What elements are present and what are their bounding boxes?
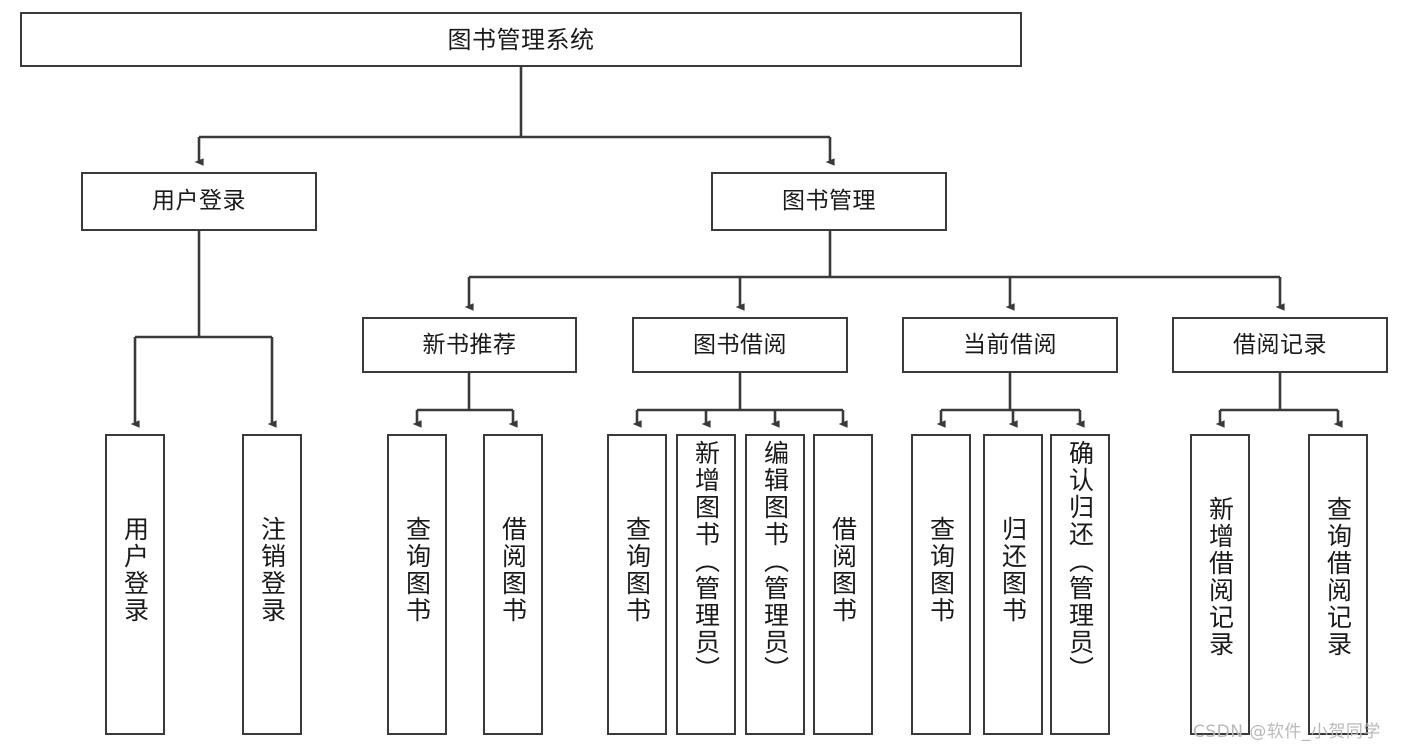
- leaf-user-login[interactable]: 用户登录: [105, 434, 165, 735]
- leaf-return-book[interactable]: 归还图书: [983, 434, 1043, 735]
- leaf-borrow-book-recommend-label: 借阅图书: [498, 516, 528, 624]
- node-root[interactable]: 图书管理系统: [20, 12, 1022, 67]
- leaf-add-book-admin[interactable]: 新增图书（管理员）: [676, 434, 736, 735]
- leaf-edit-book-admin-label: 编辑图书（管理员）: [760, 440, 790, 683]
- leaf-query-book-borrow-label: 查询图书: [622, 516, 652, 624]
- leaf-query-book-recommend[interactable]: 查询图书: [387, 434, 447, 735]
- leaf-query-book-recommend-label: 查询图书: [402, 516, 432, 624]
- node-user-login-label: 用户登录: [152, 188, 246, 214]
- leaf-borrow-book-recommend[interactable]: 借阅图书: [483, 434, 543, 735]
- watermark: CSDN @软件_小贺同学: [1193, 722, 1381, 742]
- leaf-user-logout-label: 注销登录: [257, 516, 287, 624]
- node-book-management-label: 图书管理: [782, 188, 876, 214]
- leaf-edit-book-admin[interactable]: 编辑图书（管理员）: [745, 434, 805, 735]
- leaf-borrow-book[interactable]: 借阅图书: [813, 434, 873, 735]
- node-root-label: 图书管理系统: [447, 25, 595, 54]
- leaf-confirm-return-admin-label: 确认归还（管理员）: [1065, 440, 1095, 683]
- node-user-login[interactable]: 用户登录: [81, 172, 317, 231]
- leaf-query-book-current-label: 查询图书: [926, 516, 956, 624]
- node-book-borrow[interactable]: 图书借阅: [632, 317, 848, 373]
- leaf-query-book-current[interactable]: 查询图书: [911, 434, 971, 735]
- leaf-query-borrow-record[interactable]: 查询借阅记录: [1308, 434, 1368, 735]
- node-current-borrow[interactable]: 当前借阅: [902, 317, 1118, 373]
- node-book-borrow-label: 图书借阅: [693, 331, 787, 358]
- node-book-management[interactable]: 图书管理: [711, 172, 947, 231]
- node-new-book-recommend[interactable]: 新书推荐: [362, 317, 577, 373]
- leaf-add-borrow-record[interactable]: 新增借阅记录: [1190, 434, 1250, 735]
- leaf-return-book-label: 归还图书: [998, 516, 1028, 624]
- leaf-query-borrow-record-label: 查询借阅记录: [1323, 496, 1353, 658]
- node-borrow-record-label: 借阅记录: [1233, 331, 1327, 358]
- leaf-add-borrow-record-label: 新增借阅记录: [1205, 496, 1235, 658]
- leaf-user-logout[interactable]: 注销登录: [242, 434, 302, 735]
- leaf-user-login-label: 用户登录: [120, 516, 150, 624]
- leaf-query-book-borrow[interactable]: 查询图书: [607, 434, 667, 735]
- leaf-borrow-book-label: 借阅图书: [828, 516, 858, 624]
- node-new-book-recommend-label: 新书推荐: [422, 331, 517, 358]
- leaf-add-book-admin-label: 新增图书（管理员）: [691, 440, 721, 683]
- node-current-borrow-label: 当前借阅: [963, 331, 1057, 358]
- node-borrow-record[interactable]: 借阅记录: [1172, 317, 1388, 373]
- leaf-confirm-return-admin[interactable]: 确认归还（管理员）: [1050, 434, 1110, 735]
